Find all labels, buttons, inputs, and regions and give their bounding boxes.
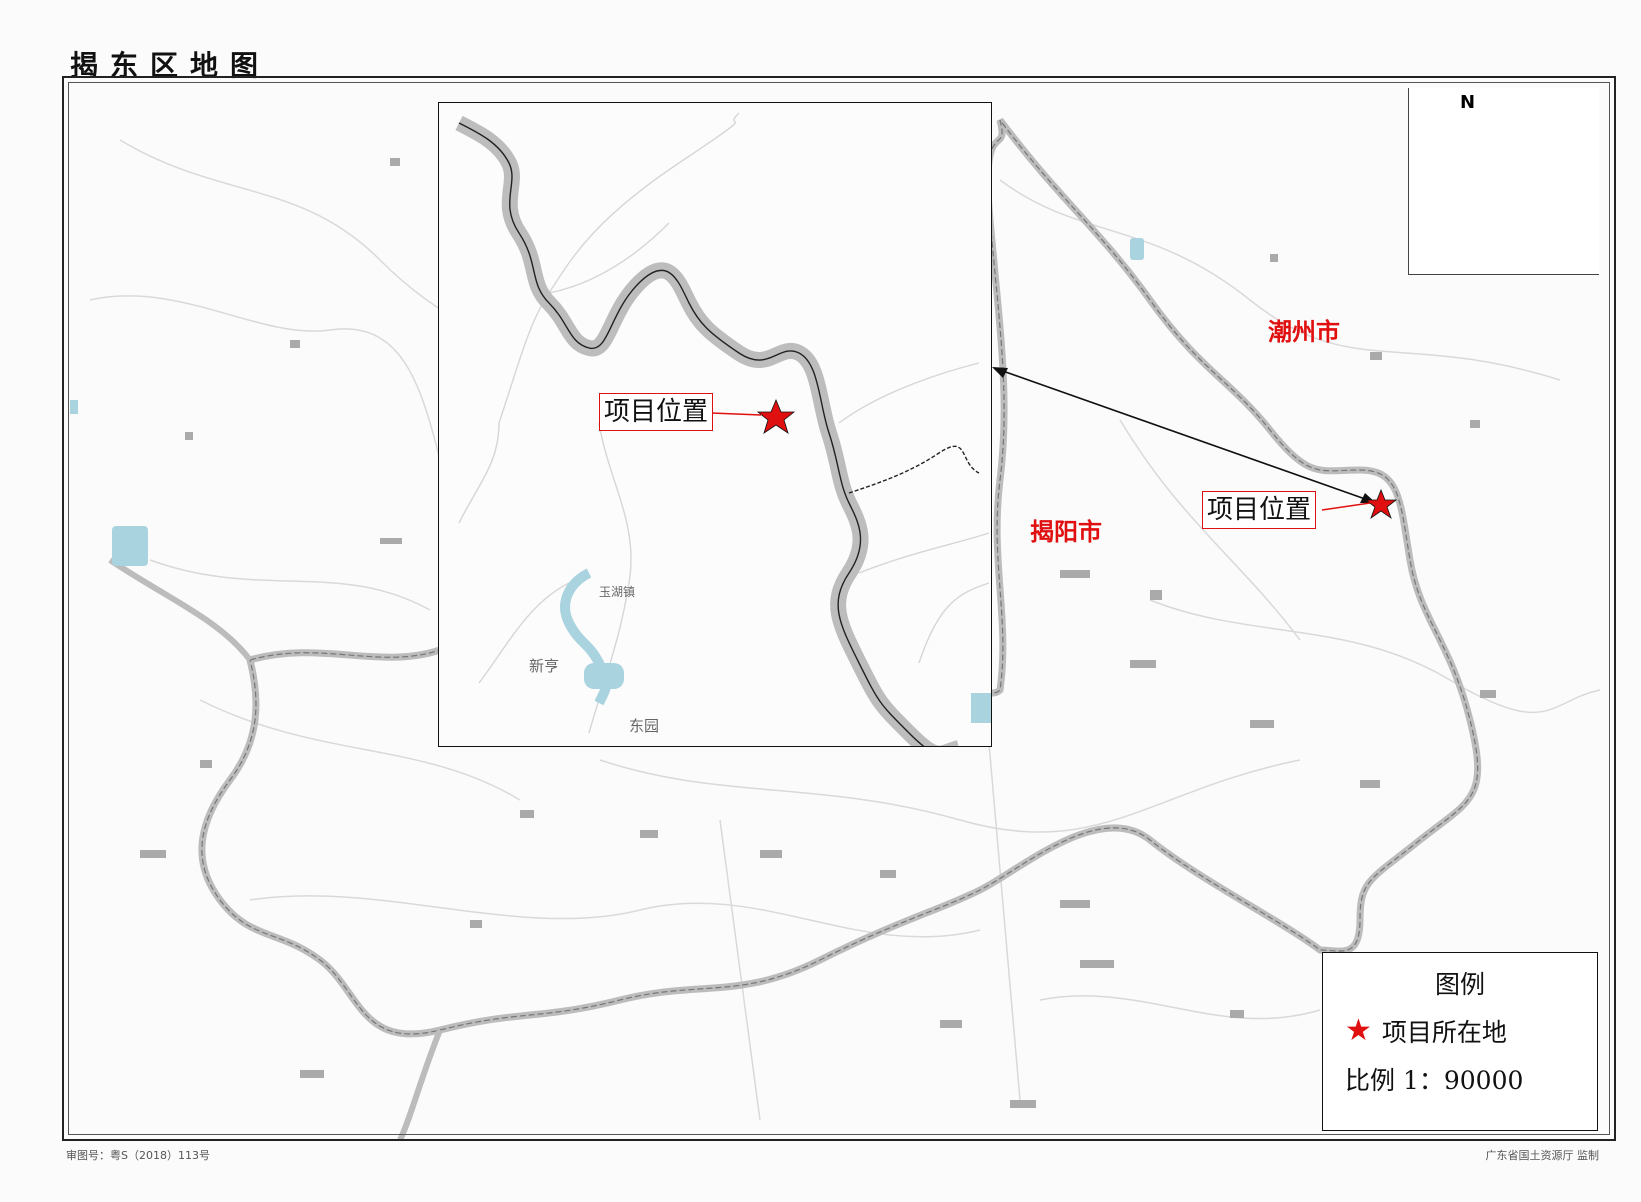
north-label: N [1460,92,1476,113]
project-location-callout: 项目位置 [1202,491,1317,529]
city-label-jieyang: 揭阳市 [1030,518,1102,546]
legend-item-label: 项目所在地 [1381,1018,1507,1047]
footer-publisher: 广东省国土资源厅 监制 [1485,1149,1600,1162]
star-icon: ★ [1345,1013,1372,1048]
inset-project-location-callout: 项目位置 [599,393,714,431]
legend-panel: 图例 ★ 项目所在地 比例 1：90000 [1322,952,1598,1131]
settlement-markers [140,158,1496,1108]
inset-water [560,568,991,723]
legend-scale: 比例 1：90000 [1345,1066,1524,1095]
water-bodies [70,238,1144,566]
project-location-star-icon [1321,488,1398,520]
legend-title: 图例 [1434,970,1485,999]
inset-boundary [455,115,980,746]
inset-project-star-icon [710,398,796,434]
footer-approval-number: 审图号：粤S（2018）113号 [66,1149,210,1162]
map-frame-outer [62,76,1616,1141]
legend-item: ★ 项目所在地 [1345,1013,1507,1049]
inset-map: 项目位置 玉湖镇 新亨 东园 [438,102,992,747]
inset-place-label: 东园 [629,717,660,735]
inset-roads [458,112,990,734]
compass-panel: N [1408,88,1599,275]
inset-place-label: 新亨 [529,657,560,675]
inset-place-label: 玉湖镇 [599,585,636,599]
inset-map-svg [455,112,991,746]
map-frame-inner [68,82,1610,1135]
city-label-chaozhou: 潮州市 [1268,318,1340,346]
road-network [89,139,1601,1121]
